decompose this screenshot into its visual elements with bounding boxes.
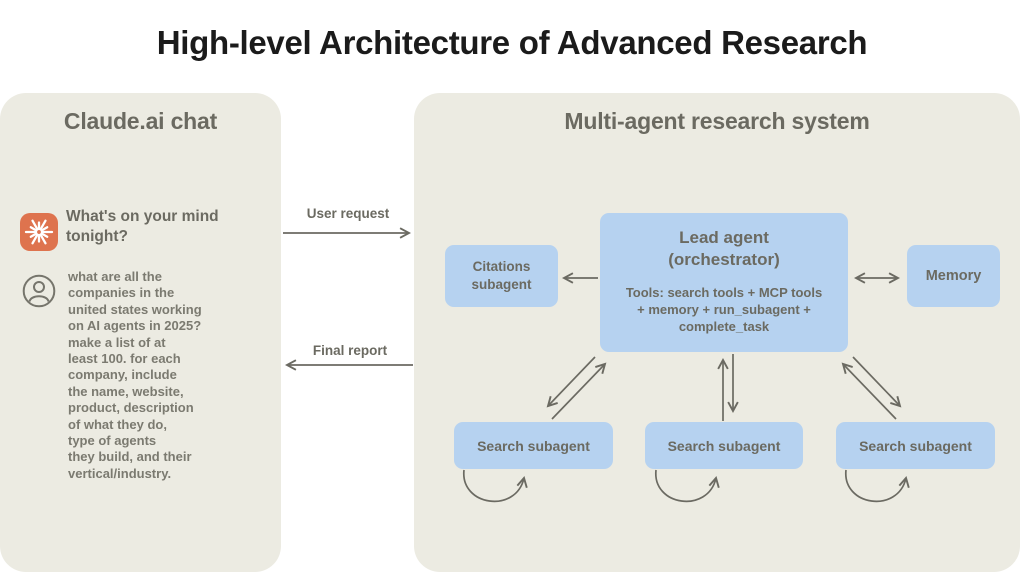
search-subagent-box-2: Search subagent (645, 422, 803, 469)
research-panel-heading: Multi-agent research system (564, 108, 870, 134)
user-request-label: User request (306, 206, 390, 221)
claude-chat-panel: Claude.ai chat What's on your mind tonig… (0, 93, 281, 572)
memory-box: Memory (907, 245, 1000, 307)
claude-starburst-icon (20, 213, 58, 251)
multi-agent-system-panel: Multi-agent research system Lead agent (… (414, 93, 1020, 572)
lead-agent-tools-text: Tools: search tools + MCP tools + memory… (625, 285, 823, 334)
lead-agent-box: Lead agent (orchestrator) Tools: search … (600, 213, 848, 352)
final-report-label: Final report (312, 343, 388, 358)
starburst-glyph (24, 219, 54, 245)
lead-agent-title: Lead agent (orchestrator) (668, 228, 780, 269)
user-avatar-icon (22, 274, 56, 308)
chat-panel-heading: Claude.ai chat (63, 108, 218, 134)
chat-greeting-text: What's on your mind tonight? (66, 208, 219, 245)
user-message-text: what are all the companies in the united… (68, 269, 202, 481)
citations-subagent-box: Citations subagent (445, 245, 558, 307)
search-subagent-box-3: Search subagent (836, 422, 995, 469)
page-title: High-level Architecture of Advanced Rese… (156, 24, 868, 61)
search-subagent-box-1: Search subagent (454, 422, 613, 469)
